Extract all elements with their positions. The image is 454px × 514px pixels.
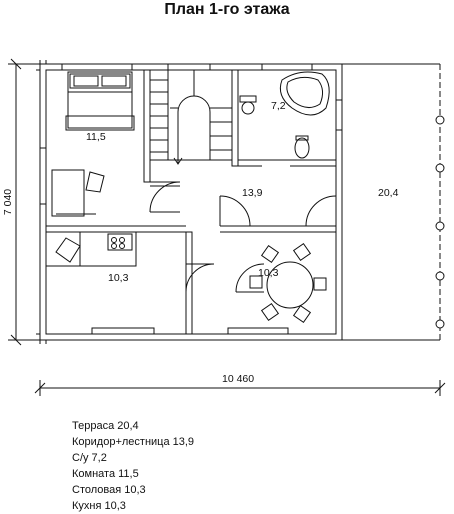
legend-item-corridor: Коридор+лестница 13,9 bbox=[72, 436, 195, 448]
outer-walls bbox=[36, 60, 343, 344]
area-terrace: 20,4 bbox=[378, 187, 399, 199]
staircase bbox=[149, 69, 233, 165]
legend-item-room: Комната 11,5 bbox=[72, 468, 139, 480]
legend-item-terrace: Терраса 20,4 bbox=[72, 420, 139, 432]
desk-and-chair bbox=[51, 169, 105, 217]
legend-item-dining: Столовая 10,3 bbox=[72, 484, 146, 496]
area-bedroom: 11,5 bbox=[86, 131, 106, 143]
bed bbox=[65, 71, 135, 131]
plan-title: План 1-го этажа bbox=[164, 1, 290, 18]
area-bathroom: 7,2 bbox=[271, 100, 286, 112]
windows bbox=[39, 63, 343, 335]
doors bbox=[149, 181, 337, 293]
area-corridor: 13,9 bbox=[242, 187, 263, 199]
dining-table bbox=[249, 242, 327, 324]
bathroom-fixtures bbox=[239, 71, 330, 159]
dimension-height: 7 040 bbox=[2, 188, 14, 216]
dimensions bbox=[8, 58, 446, 396]
interior-walls bbox=[46, 69, 336, 335]
area-legend: Терраса 20,4 Коридор+лестница 13,9 С/у 7… bbox=[72, 418, 194, 514]
area-dining: 10,3 bbox=[258, 267, 279, 279]
legend-item-bathroom: С/у 7,2 bbox=[72, 452, 107, 464]
kitchen-fixtures bbox=[45, 231, 137, 267]
dimension-width: 10 460 bbox=[222, 373, 255, 385]
area-kitchen: 10,3 bbox=[108, 272, 129, 284]
legend-item-kitchen: Кухня 10,3 bbox=[72, 500, 126, 512]
terrace bbox=[342, 63, 445, 341]
